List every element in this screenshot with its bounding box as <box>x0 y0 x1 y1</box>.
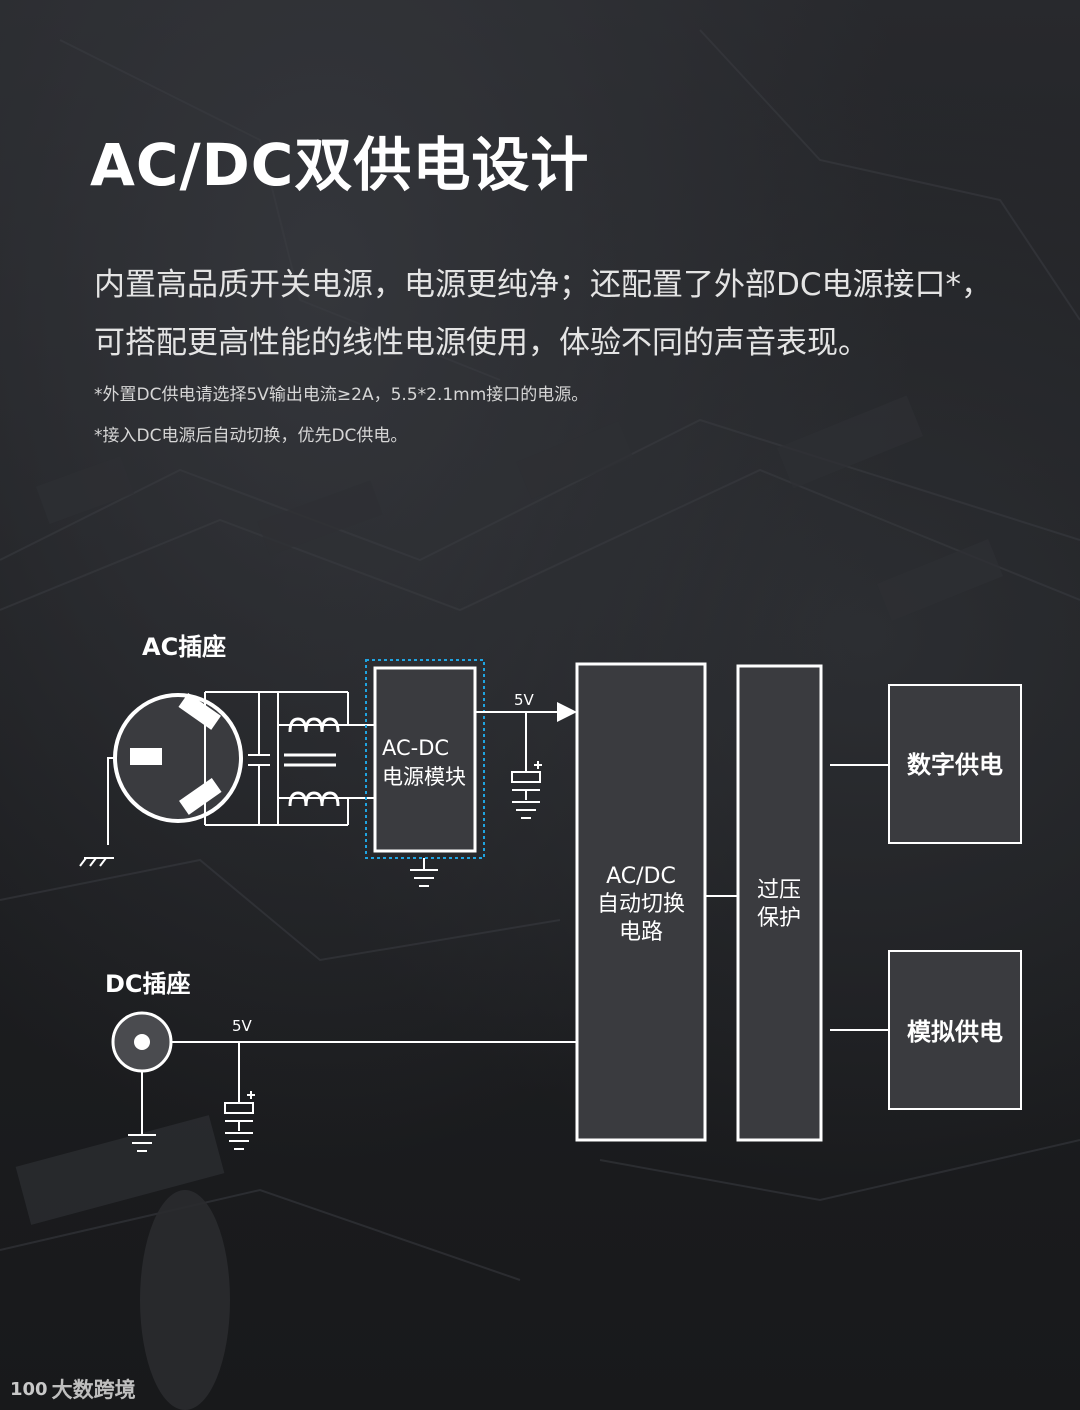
acdc-module-label-2: 电源模块 <box>382 765 466 789</box>
watermark-logo: 100 大数跨境 <box>10 1374 136 1404</box>
analog-supply-block <box>888 950 1022 1110</box>
acdc-module-label-1: AC-DC <box>382 736 449 760</box>
protect-label-2: 保护 <box>757 906 801 931</box>
ac-socket-label: AC插座 <box>142 633 226 661</box>
digital-supply-label: 数字供电 <box>907 751 1003 779</box>
voltage-label-dc: 5V <box>232 1017 253 1035</box>
digital-supply-block <box>888 684 1022 844</box>
dc-socket-label: DC插座 <box>105 970 191 998</box>
auto-switch-label-2: 自动切换 <box>597 892 685 917</box>
dc-wiring <box>128 1041 577 1152</box>
description: 内置高品质开关电源，电源更纯净；还配置了外部DC电源接口*，可搭配更高性能的线性… <box>94 267 993 361</box>
acdc-module-block <box>373 666 477 853</box>
page-title: AC/DC双供电设计 <box>90 131 590 199</box>
auto-switch-label-1: AC/DC <box>606 864 676 889</box>
brand-mark-icon: 100 <box>10 1378 48 1400</box>
note-dc-spec: *外置DC供电请选择5V输出电流≥2A，5.5*2.1mm接口的电源。 <box>94 385 589 405</box>
dc-socket-icon <box>111 1011 173 1073</box>
module-ground <box>410 858 438 887</box>
auto-switch-block <box>575 662 707 1142</box>
voltage-label-ac: 5V <box>514 691 535 709</box>
ac-output-capacitor <box>511 712 542 819</box>
ac-wiring <box>79 691 375 867</box>
brand-text: 大数跨境 <box>51 1378 136 1402</box>
note-auto-switch: *接入DC电源后自动切换，优先DC供电。 <box>94 426 408 446</box>
analog-supply-label: 模拟供电 <box>907 1018 1003 1046</box>
auto-switch-label-3: 电路 <box>619 920 663 945</box>
protect-label-1: 过压 <box>757 878 801 903</box>
ac-socket-icon <box>113 692 243 823</box>
overvoltage-protect-block <box>736 664 823 1142</box>
